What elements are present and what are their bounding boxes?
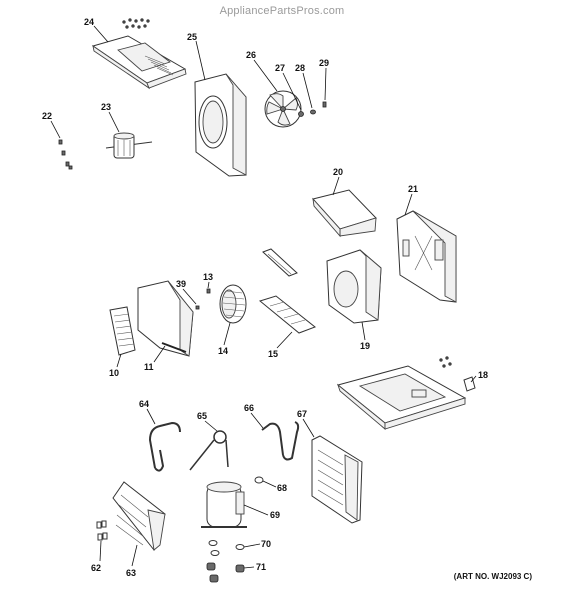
callout-labels: 24 25 26 27 28 29 22 23 20 21 39 13 10 1…	[42, 17, 488, 578]
part-18-base-pan[interactable]	[336, 356, 467, 430]
part-10-filter-grille[interactable]	[109, 306, 136, 356]
part-22-screws[interactable]	[58, 139, 73, 170]
callout-71: 71	[256, 562, 266, 572]
callout-26: 26	[246, 50, 256, 60]
part-28-washer[interactable]	[310, 109, 316, 115]
part-vent-strip	[262, 248, 298, 277]
leader-lines	[50, 25, 477, 569]
part-19-blower-housing[interactable]	[326, 249, 382, 324]
callout-70: 70	[261, 539, 271, 549]
callout-11: 11	[144, 362, 154, 372]
callout-65: 65	[197, 411, 207, 421]
callout-24: 24	[84, 17, 94, 27]
callout-20: 20	[333, 167, 343, 177]
callout-15: 15	[268, 349, 278, 359]
part-65-capillary-tube[interactable]	[189, 430, 229, 471]
callout-25: 25	[187, 32, 197, 42]
part-64-tubing[interactable]	[148, 421, 181, 472]
callout-28: 28	[295, 63, 305, 73]
callout-66: 66	[244, 403, 254, 413]
callout-13: 13	[203, 272, 213, 282]
part-71-mounts[interactable]	[206, 562, 245, 583]
part-23-fan-motor[interactable]	[105, 132, 153, 159]
callout-27: 27	[275, 63, 285, 73]
callout-69: 69	[270, 510, 280, 520]
part-29-clip[interactable]	[322, 101, 327, 108]
callout-62: 62	[91, 563, 101, 573]
part-69-compressor[interactable]	[201, 481, 247, 528]
callout-29: 29	[319, 58, 329, 68]
part-70-washers[interactable]	[208, 540, 245, 556]
part-68-grommet[interactable]	[254, 476, 264, 484]
part-63-evaporator-coil[interactable]	[112, 481, 166, 552]
callout-39: 39	[176, 279, 186, 289]
part-14-blower-wheel[interactable]	[219, 284, 247, 324]
part-21-control-bracket[interactable]	[396, 210, 457, 303]
callout-10: 10	[109, 368, 119, 378]
part-27-nut[interactable]	[298, 111, 304, 117]
callout-14: 14	[218, 346, 228, 356]
callout-19: 19	[360, 341, 370, 351]
part-39-fastener[interactable]	[195, 305, 200, 310]
part-66-tubing[interactable]	[261, 421, 300, 461]
callout-63: 63	[126, 568, 136, 578]
callout-64: 64	[139, 399, 149, 409]
part-11-evaporator-bracket[interactable]	[137, 280, 194, 357]
callout-67: 67	[297, 409, 307, 419]
part-26-fan-blade[interactable]	[264, 90, 302, 128]
callout-68: 68	[277, 483, 287, 493]
part-24-screws	[122, 18, 150, 29]
part-25-fan-shroud[interactable]	[194, 73, 247, 177]
callout-23: 23	[101, 102, 111, 112]
callout-18: 18	[478, 370, 488, 380]
part-24-top-cover[interactable]	[91, 35, 187, 90]
site-watermark: AppliancePartsPros.com	[219, 5, 345, 17]
callout-21: 21	[408, 184, 418, 194]
part-62-fittings[interactable]	[96, 520, 108, 541]
part-15-louver-tray[interactable]	[258, 295, 317, 334]
art-number: (ART NO. WJ2093 C)	[453, 572, 532, 581]
part-67-condenser-coil[interactable]	[311, 435, 363, 524]
part-20-top-cover[interactable]	[312, 189, 377, 238]
part-13-fastener[interactable]	[206, 288, 211, 294]
callout-22: 22	[42, 111, 52, 121]
